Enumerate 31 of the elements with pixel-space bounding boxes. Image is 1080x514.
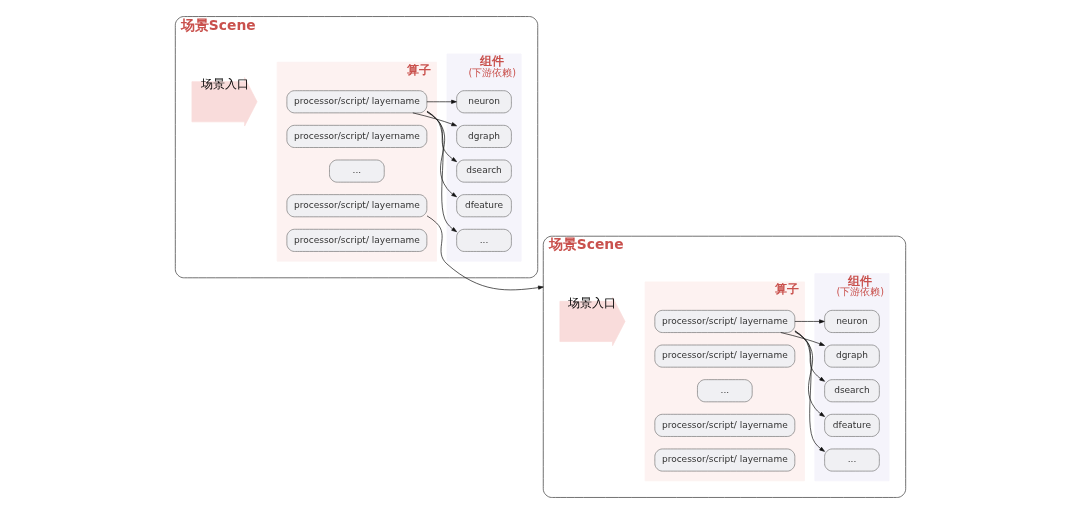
node-box: neuron <box>823 310 880 333</box>
arrow <box>426 111 457 162</box>
node-box: processor/script/ layername <box>654 344 795 368</box>
arrow <box>426 99 457 104</box>
node-box: processor/script/ layername <box>654 310 795 333</box>
node-box: dsearch <box>823 379 880 403</box>
node-box: dfeature <box>455 194 512 218</box>
arrow <box>412 112 457 127</box>
node-box: ... <box>328 159 385 183</box>
arrow <box>794 330 825 452</box>
node-box: ... <box>696 379 753 403</box>
node-box: processor/script/ layername <box>286 228 427 252</box>
arrow <box>426 110 457 233</box>
arrow <box>426 111 457 198</box>
arrow <box>779 332 825 346</box>
node-box: ... <box>455 228 512 252</box>
node-box: dsearch <box>455 159 512 183</box>
node-box: dgraph <box>823 344 880 368</box>
node-box: ... <box>823 448 880 472</box>
node-box: dfeature <box>823 413 880 437</box>
node-box: processor/script/ layername <box>654 413 795 437</box>
node-box: processor/script/ layername <box>286 194 427 218</box>
node-box: neuron <box>455 90 512 114</box>
arrow <box>794 330 825 417</box>
node-box: processor/script/ layername <box>654 448 795 472</box>
node-box: dgraph <box>455 125 512 148</box>
arrow <box>426 215 544 291</box>
arrow <box>794 319 825 324</box>
node-box: processor/script/ layername <box>286 125 427 148</box>
node-box: processor/script/ layername <box>286 90 427 114</box>
arrow <box>794 331 825 382</box>
